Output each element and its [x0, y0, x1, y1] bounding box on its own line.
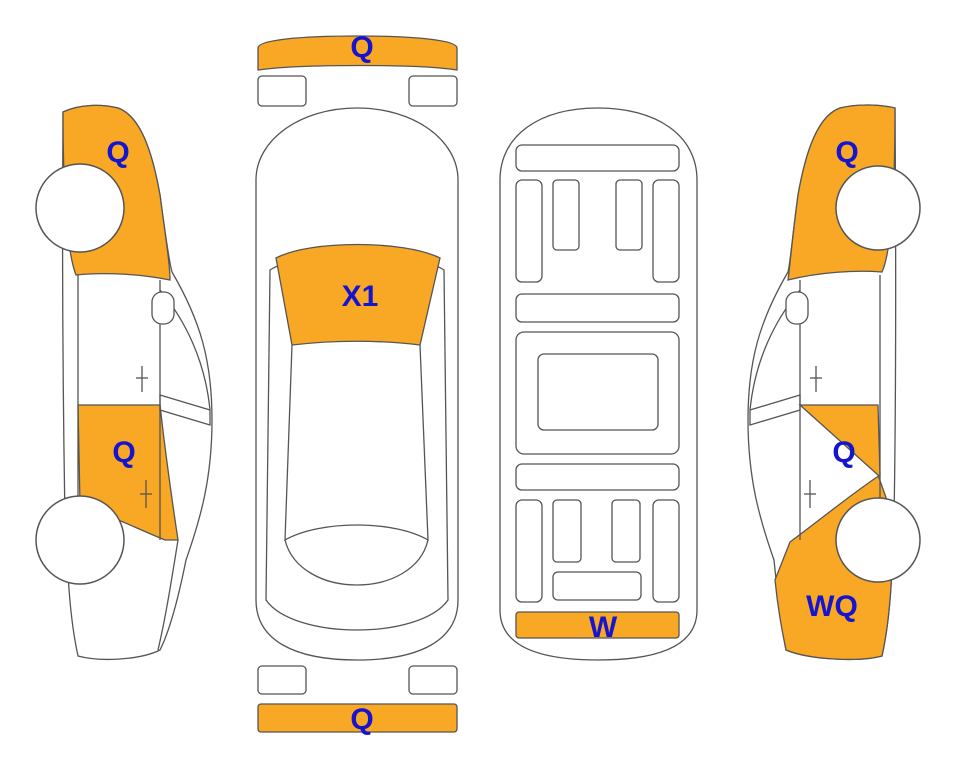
right-headlight	[408, 75, 458, 107]
top-view-body	[255, 107, 459, 661]
underside-crossmember-rear	[515, 463, 680, 491]
left-front-fender-label: Q	[106, 136, 129, 169]
left-taillight	[257, 665, 307, 695]
rear-panel-label: W	[589, 611, 618, 644]
left-side-mirror	[151, 291, 175, 325]
hood-damage	[275, 243, 441, 346]
underside-front-right-box	[615, 179, 643, 251]
left-rear-wheel	[35, 495, 125, 585]
underside-crossmember-front	[515, 293, 680, 323]
right-front-wheel	[835, 165, 921, 251]
rear-panel-damage	[515, 611, 680, 639]
underside-front-right-rail	[652, 179, 680, 283]
underside-view: W	[499, 107, 698, 661]
underside-center-tunnel	[537, 353, 659, 431]
right-side-view: Q Q WQ	[747, 104, 921, 661]
top-view-windshield	[284, 344, 429, 542]
top-view-rear-window	[284, 539, 429, 586]
hood-label: X1	[342, 280, 379, 313]
front-bumper-damage	[257, 35, 458, 71]
left-headlight	[257, 75, 307, 107]
top-view: Q X1 Q	[255, 31, 459, 736]
right-front-fender-label: Q	[835, 136, 858, 169]
underside-rear-crossbar	[552, 571, 642, 601]
underside-front-panel	[515, 144, 680, 172]
left-rear-door-label: Q	[112, 436, 135, 469]
left-side-rear-line	[157, 539, 179, 651]
rear-bumper-label: Q	[350, 703, 373, 736]
rear-bumper-damage	[257, 703, 458, 733]
right-rear-quarter-damage	[774, 404, 895, 661]
right-taillight	[408, 665, 458, 695]
underside-rear-left-box	[552, 499, 582, 563]
right-rear-door-label: Q	[832, 436, 855, 469]
right-rear-quarter-label: WQ	[806, 590, 858, 623]
left-front-wheel	[35, 163, 125, 253]
underside-rear-right-rail	[652, 499, 680, 603]
underside-rear-right-box	[611, 499, 641, 563]
underside-front-left-box	[552, 179, 580, 251]
left-side-view: Q Q	[35, 104, 213, 661]
underside-rear-left-rail	[515, 499, 543, 603]
front-bumper-label: Q	[350, 31, 373, 64]
underside-front-left-rail	[515, 179, 543, 283]
right-rear-wheel	[835, 497, 921, 583]
right-side-mirror	[785, 291, 809, 325]
